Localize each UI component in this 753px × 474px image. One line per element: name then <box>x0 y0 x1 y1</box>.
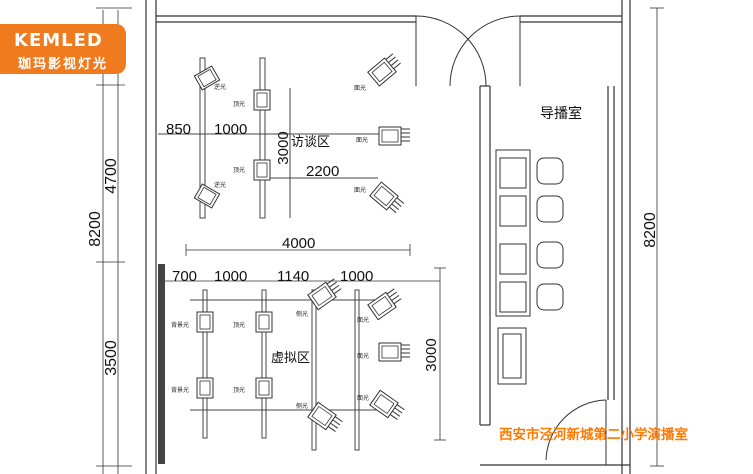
door-bottom-right <box>545 399 607 465</box>
dim-right-total: 8200 <box>642 212 659 248</box>
light-fixture <box>307 278 342 311</box>
virtual-top-light-label-2: 顶光 <box>233 386 245 394</box>
control-desk <box>495 149 531 385</box>
brand-name-cn: 珈玛影视灯光 <box>18 57 109 72</box>
virtual-top-light-label-1: 顶光 <box>233 321 245 329</box>
virtual-dimension-lines <box>158 244 446 441</box>
virtual-truss <box>190 289 380 451</box>
brand-logo: KEMLED 珈玛影视灯光 <box>0 24 126 74</box>
dim-virtual-1000b: 1000 <box>340 268 373 285</box>
light-fixture <box>193 65 221 91</box>
light-fixture <box>367 53 401 87</box>
dim-interview-2200: 2200 <box>306 163 339 180</box>
virtual-area-label: 虚拟区 <box>271 351 310 366</box>
interview-area-label: 访谈区 <box>291 135 330 150</box>
interview-top-light-label-2: 顶光 <box>233 166 245 174</box>
light-fixture <box>369 181 405 214</box>
light-fixture <box>196 377 214 399</box>
brand-name-en: KEMLED <box>14 30 103 51</box>
virtual-face-light-label-2: 面光 <box>357 352 369 360</box>
light-fixture <box>253 159 271 181</box>
interview-face-light-label-1: 面光 <box>354 84 366 92</box>
interview-back-light-label-1: 逆光 <box>214 83 226 91</box>
project-caption: 西安市泾河新城第二小学演播室 <box>499 427 688 443</box>
light-fixture <box>378 126 410 146</box>
light-fixture <box>196 311 214 333</box>
virtual-side-light-label-2: 侧光 <box>296 402 308 410</box>
interview-truss <box>158 57 400 219</box>
green-screen-wall <box>158 264 165 464</box>
light-fixture <box>255 377 273 399</box>
dim-virtual-700: 700 <box>172 268 197 285</box>
light-fixture <box>307 401 343 432</box>
virtual-bg-light-label-1: 背景光 <box>171 321 189 329</box>
dim-virtual-3000: 3000 <box>423 338 440 371</box>
dim-left-upper: 4700 <box>103 158 120 194</box>
interview-face-light-label-2: 面光 <box>356 136 368 144</box>
dim-interview-850: 850 <box>166 121 191 138</box>
virtual-side-light-label-1: 侧光 <box>296 310 308 318</box>
light-fixture <box>378 342 410 362</box>
light-fixture <box>369 389 405 420</box>
chair-icon <box>536 157 564 311</box>
walls <box>145 0 631 474</box>
dim-virtual-1000a: 1000 <box>214 268 247 285</box>
light-fixture <box>367 288 402 321</box>
light-fixture <box>253 89 271 111</box>
right-dimension-lines <box>650 7 664 467</box>
interview-top-light-label-1: 顶光 <box>233 100 245 108</box>
light-fixture <box>255 311 273 333</box>
interview-face-light-label-3: 面光 <box>354 186 366 194</box>
left-dimension-lines <box>96 7 132 474</box>
virtual-face-light-label-1: 面光 <box>357 316 369 324</box>
dim-left-total: 8200 <box>87 211 104 247</box>
interview-back-light-label-2: 逆光 <box>214 181 226 189</box>
door-top-left <box>415 15 487 87</box>
virtual-face-light-label-3: 面光 <box>357 394 369 402</box>
dim-interview-1000: 1000 <box>214 121 247 138</box>
dim-left-lower: 3500 <box>103 340 120 376</box>
dim-virtual-4000: 4000 <box>282 235 315 252</box>
dim-interview-3000: 3000 <box>275 131 292 164</box>
dim-virtual-1140: 1140 <box>277 268 309 285</box>
door-top-right <box>449 15 521 87</box>
control-room-label: 导播室 <box>540 105 582 122</box>
light-fixture <box>193 183 221 209</box>
virtual-bg-light-label-2: 背景光 <box>171 386 189 394</box>
